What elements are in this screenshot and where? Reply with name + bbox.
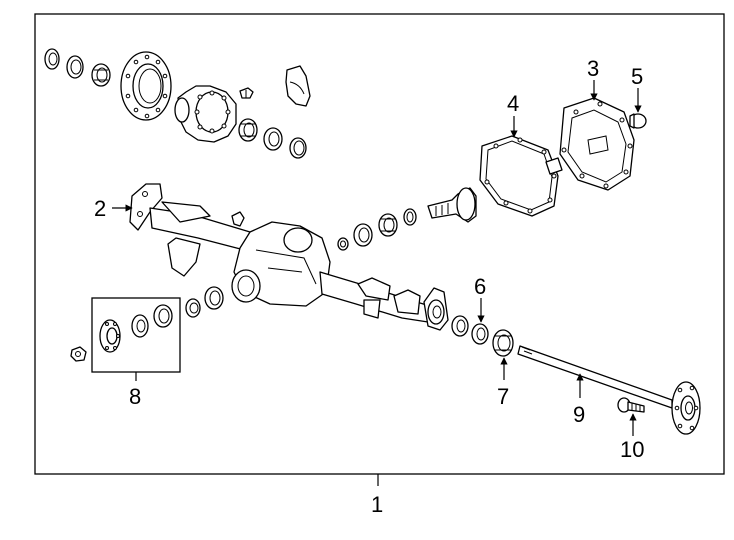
pinion-parts-group bbox=[337, 187, 477, 251]
differential-parts-group bbox=[44, 48, 311, 159]
pinion-gear bbox=[427, 187, 477, 223]
left-axle-bearing bbox=[185, 286, 224, 318]
washer-top-1 bbox=[44, 48, 60, 70]
callout-number-2: 2 bbox=[94, 196, 106, 221]
pinion-nut bbox=[337, 237, 349, 251]
callout-number-6: 6 bbox=[474, 274, 486, 299]
gasket-square-tab bbox=[545, 157, 563, 175]
callout-number-9: 9 bbox=[573, 402, 585, 427]
callout-number-4: 4 bbox=[507, 91, 519, 116]
pinion-bearing bbox=[378, 213, 398, 237]
callout-number-7: 7 bbox=[497, 384, 509, 409]
race-diff bbox=[263, 127, 283, 151]
differential-cover bbox=[559, 97, 635, 191]
axle-bearing bbox=[492, 329, 514, 357]
flange-nut bbox=[70, 346, 87, 362]
wheel-stud bbox=[617, 397, 645, 413]
callout-number-5: 5 bbox=[631, 64, 643, 89]
diagram-border bbox=[34, 13, 725, 475]
axle-shaft bbox=[517, 345, 701, 435]
callout-number-3: 3 bbox=[587, 56, 599, 81]
callout-number-1: 1 bbox=[371, 492, 383, 517]
callout-number-8: 8 bbox=[129, 384, 141, 409]
ring-gear bbox=[120, 51, 172, 121]
washer-top-2 bbox=[66, 55, 84, 79]
cover-gasket bbox=[479, 135, 559, 217]
flange-kit-box bbox=[91, 297, 181, 373]
bearing-cap bbox=[285, 65, 311, 107]
bearing-top bbox=[91, 63, 111, 87]
axle-housing bbox=[129, 183, 449, 331]
bearing-diff-1 bbox=[238, 118, 258, 142]
differential-case bbox=[174, 85, 237, 143]
pinion-washer bbox=[403, 208, 417, 226]
pinion-race bbox=[353, 223, 373, 247]
axle-seal bbox=[471, 323, 489, 345]
callout-number-10: 10 bbox=[620, 437, 644, 462]
fill-plug bbox=[629, 113, 647, 129]
right-axle-seal bbox=[451, 315, 469, 337]
shim-diff bbox=[289, 137, 307, 159]
bolt-small-top bbox=[239, 87, 254, 99]
